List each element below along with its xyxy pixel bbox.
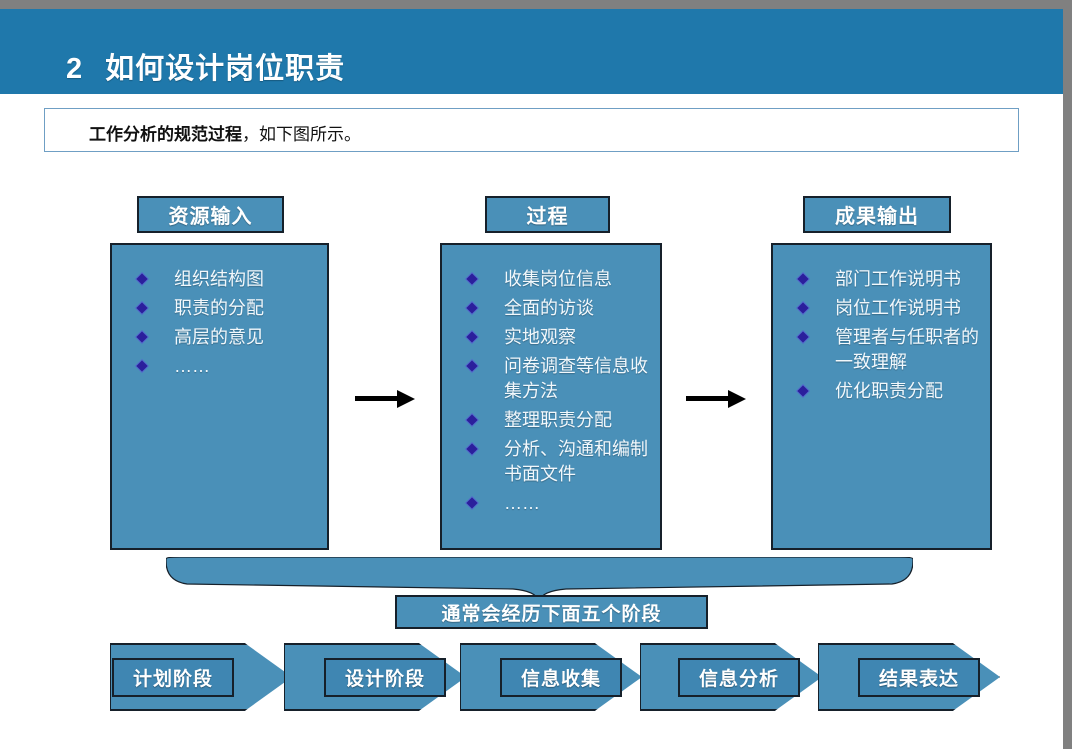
list-item-label: 整理职责分配	[504, 410, 612, 430]
stage-chevron-3[interactable]: 信息收集	[460, 643, 642, 711]
section-title: 如何设计岗位职责	[105, 53, 346, 85]
list-item-label: 分析、沟通和编制书面文件	[504, 439, 648, 484]
flow-arrow-right-icon	[686, 389, 748, 409]
stage-chevron-2[interactable]: 设计阶段	[284, 643, 466, 711]
diamond-bullet-icon	[466, 273, 478, 285]
diamond-bullet-icon	[466, 414, 478, 426]
arrow-head	[728, 390, 746, 408]
diamond-bullet-icon	[466, 302, 478, 314]
list-item-label: 管理者与任职者的一致理解	[835, 327, 979, 372]
list-item: 分析、沟通和编制书面文件	[460, 437, 650, 487]
stage-label: 计划阶段	[112, 658, 234, 697]
list-item: ……	[130, 354, 317, 379]
bullet-list: 组织结构图 职责的分配 高层的意见 ……	[112, 245, 327, 379]
subtitle-box: 工作分析的规范过程，如下图所示。	[44, 108, 1019, 152]
column-body-input: 组织结构图 职责的分配 高层的意见 ……	[110, 243, 329, 550]
diamond-bullet-icon	[466, 331, 478, 343]
funnel-connector-icon	[166, 557, 913, 602]
diamond-bullet-icon	[797, 385, 809, 397]
column-tab-output: 成果输出	[803, 196, 951, 233]
diamond-bullet-icon	[797, 302, 809, 314]
list-item-label: 收集岗位信息	[504, 269, 612, 289]
arrow-shaft	[355, 396, 401, 401]
list-item: 管理者与任职者的一致理解	[791, 325, 980, 375]
list-item-label: ……	[504, 493, 540, 513]
arrow-head	[397, 390, 415, 408]
list-item-label: 全面的访谈	[504, 298, 594, 318]
column-body-process: 收集岗位信息 全面的访谈 实地观察 问卷调查等信息收集方法 整理职责分配 分析、…	[440, 243, 662, 550]
subtitle-rest: ，如下图所示。	[242, 125, 361, 144]
list-item: 部门工作说明书	[791, 267, 980, 292]
list-item: 职责的分配	[130, 296, 317, 321]
diamond-bullet-icon	[797, 331, 809, 343]
list-item-label: 组织结构图	[174, 269, 264, 289]
slide-header-bar: 2 如何设计岗位职责	[0, 9, 1063, 94]
list-item: 问卷调查等信息收集方法	[460, 354, 650, 404]
list-item: 全面的访谈	[460, 296, 650, 321]
list-item-label: 优化职责分配	[835, 381, 943, 401]
stage-label: 信息分析	[678, 658, 800, 697]
stage-label: 结果表达	[858, 658, 980, 697]
stage-label: 信息收集	[500, 658, 622, 697]
diamond-bullet-icon	[136, 273, 148, 285]
diamond-bullet-icon	[466, 360, 478, 372]
list-item-label: 岗位工作说明书	[835, 298, 961, 318]
list-item-label: 职责的分配	[174, 298, 264, 318]
subtitle-text: 工作分析的规范过程，如下图所示。	[89, 120, 361, 145]
column-tab-input: 资源输入	[137, 196, 284, 233]
bullet-list: 收集岗位信息 全面的访谈 实地观察 问卷调查等信息收集方法 整理职责分配 分析、…	[442, 245, 660, 516]
page-title: 2 如何设计岗位职责	[66, 45, 345, 87]
diamond-bullet-icon	[136, 302, 148, 314]
section-number: 2	[66, 53, 84, 85]
list-item-label: 部门工作说明书	[835, 269, 961, 289]
diamond-bullet-icon	[466, 497, 478, 509]
list-item: 组织结构图	[130, 267, 317, 292]
stage-chevron-4[interactable]: 信息分析	[640, 643, 822, 711]
column-tab-process: 过程	[485, 196, 610, 233]
list-item-label: 高层的意见	[174, 327, 264, 347]
list-item: 整理职责分配	[460, 408, 650, 433]
diamond-bullet-icon	[136, 331, 148, 343]
list-item: 高层的意见	[130, 325, 317, 350]
stage-chevron-1[interactable]: 计划阶段	[110, 643, 292, 711]
list-item: 岗位工作说明书	[791, 296, 980, 321]
subtitle-bold: 工作分析的规范过程	[89, 125, 242, 144]
list-item-label: 问卷调查等信息收集方法	[504, 356, 648, 401]
list-item: 实地观察	[460, 325, 650, 350]
list-item: ……	[460, 491, 650, 516]
list-item: 优化职责分配	[791, 379, 980, 404]
stage-banner: 通常会经历下面五个阶段	[395, 595, 708, 629]
list-item-label: ……	[174, 356, 210, 376]
diamond-bullet-icon	[466, 443, 478, 455]
diamond-bullet-icon	[797, 273, 809, 285]
stage-label: 设计阶段	[324, 658, 446, 697]
bullet-list: 部门工作说明书 岗位工作说明书 管理者与任职者的一致理解 优化职责分配	[773, 245, 990, 404]
diamond-bullet-icon	[136, 360, 148, 372]
column-body-output: 部门工作说明书 岗位工作说明书 管理者与任职者的一致理解 优化职责分配	[771, 243, 992, 550]
stage-chevron-5[interactable]: 结果表达	[818, 643, 1000, 711]
arrow-shaft	[686, 396, 732, 401]
list-item-label: 实地观察	[504, 327, 576, 347]
funnel-shape	[166, 557, 913, 602]
flow-arrow-right-icon	[355, 389, 417, 409]
list-item: 收集岗位信息	[460, 267, 650, 292]
